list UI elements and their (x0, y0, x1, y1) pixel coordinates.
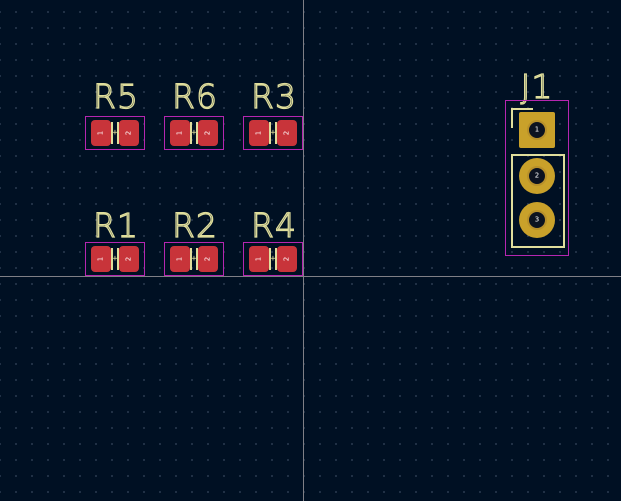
origin-cross-icon: + (270, 254, 276, 264)
courtyard-outline (85, 116, 145, 150)
silkscreen-line (269, 122, 271, 144)
smd-pad-2[interactable]: 2 (277, 246, 297, 272)
crosshair-vertical (303, 0, 304, 501)
silkscreen-line (117, 122, 119, 144)
ref-label-j1: J1 (520, 67, 554, 106)
pad-number: 1 (175, 130, 184, 136)
origin-cross-icon: + (270, 128, 276, 138)
pad-number: 1 (534, 125, 540, 134)
silkscreen-line (275, 248, 277, 270)
ref-label-r1: R1 (92, 206, 139, 245)
connector-body-outline (511, 154, 565, 248)
pad-number: 2 (124, 130, 133, 136)
origin-cross-icon: + (112, 128, 118, 138)
pad-number: 2 (534, 171, 540, 180)
pad-number: 2 (203, 256, 212, 262)
pad-number: 1 (175, 256, 184, 262)
tht-pad-3[interactable]: 3 (519, 202, 555, 238)
smd-pad-1[interactable]: 1 (91, 246, 111, 272)
ref-label-r2: R2 (171, 206, 218, 245)
courtyard-outline (243, 242, 303, 276)
courtyard-outline (243, 116, 303, 150)
smd-pad-1[interactable]: 1 (170, 246, 190, 272)
smd-pad-1[interactable]: 1 (249, 120, 269, 146)
tht-pad-1[interactable]: 1 (519, 112, 555, 148)
silkscreen-line (111, 122, 113, 144)
footprint-r1[interactable]: 1 2 + (85, 242, 145, 276)
courtyard-outline (164, 116, 224, 150)
footprint-r3[interactable]: 1 2 + (243, 116, 303, 150)
silkscreen-line (190, 248, 192, 270)
pin1-marker-line (511, 108, 513, 128)
courtyard-outline (164, 242, 224, 276)
courtyard-outline (505, 100, 569, 256)
pad-number: 1 (254, 130, 263, 136)
silkscreen-line (111, 248, 113, 270)
origin-cross-icon: + (191, 254, 197, 264)
footprint-r6[interactable]: 1 2 + (164, 116, 224, 150)
footprint-r2[interactable]: 1 2 + (164, 242, 224, 276)
ref-label-r4: R4 (250, 206, 297, 245)
smd-pad-2[interactable]: 2 (198, 120, 218, 146)
ref-label-r5: R5 (92, 77, 139, 116)
pad-number: 1 (96, 256, 105, 262)
pad-number: 3 (534, 215, 540, 224)
pad-number: 1 (96, 130, 105, 136)
pin1-marker-line (511, 108, 533, 110)
origin-cross-icon: + (191, 128, 197, 138)
footprint-r4[interactable]: 1 2 + (243, 242, 303, 276)
smd-pad-1[interactable]: 1 (170, 120, 190, 146)
pad-number: 2 (282, 130, 291, 136)
silkscreen-line (117, 248, 119, 270)
silkscreen-line (269, 248, 271, 270)
pad-number: 2 (282, 256, 291, 262)
pad-number: 1 (254, 256, 263, 262)
smd-pad-2[interactable]: 2 (119, 120, 139, 146)
pad-number: 2 (203, 130, 212, 136)
silkscreen-line (190, 122, 192, 144)
silkscreen-line (275, 122, 277, 144)
drill-hole (527, 166, 547, 186)
ref-label-r6: R6 (171, 77, 218, 116)
smd-pad-2[interactable]: 2 (277, 120, 297, 146)
tht-pad-2[interactable]: 2 (519, 158, 555, 194)
pad-number: 2 (124, 256, 133, 262)
silkscreen-line (196, 248, 198, 270)
courtyard-outline (85, 242, 145, 276)
ref-label-r3: R3 (250, 77, 297, 116)
footprint-j1[interactable]: 1 2 3 (505, 100, 569, 256)
drill-hole (527, 210, 547, 230)
smd-pad-2[interactable]: 2 (119, 246, 139, 272)
origin-cross-icon: + (112, 254, 118, 264)
silkscreen-line (196, 122, 198, 144)
footprint-r5[interactable]: 1 2 + (85, 116, 145, 150)
smd-pad-1[interactable]: 1 (91, 120, 111, 146)
drill-hole (527, 120, 547, 140)
smd-pad-2[interactable]: 2 (198, 246, 218, 272)
smd-pad-1[interactable]: 1 (249, 246, 269, 272)
crosshair-horizontal (0, 276, 621, 277)
